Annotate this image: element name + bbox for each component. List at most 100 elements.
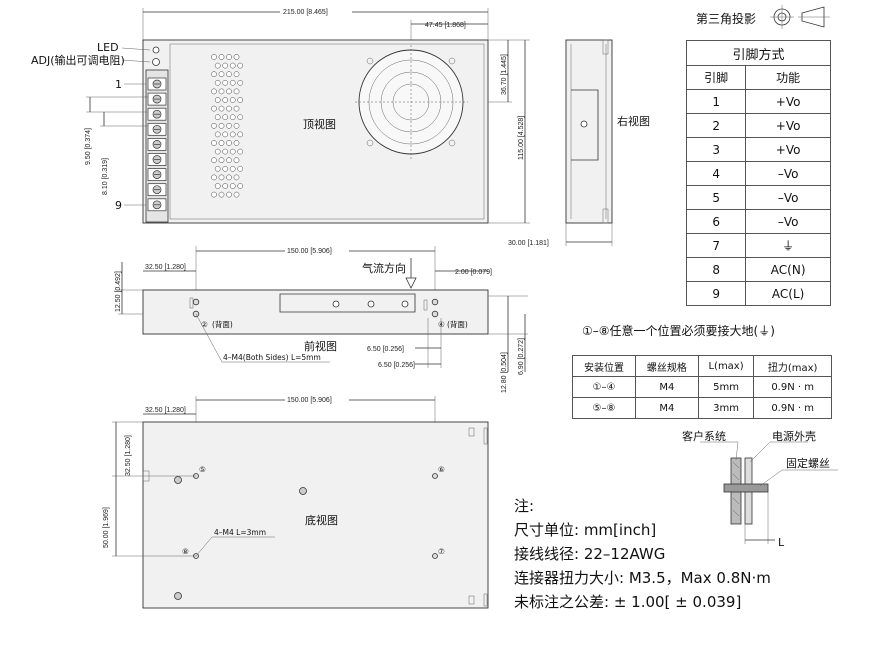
fan-grille xyxy=(355,45,468,160)
dim-bottom-top-offset: 32.50 [1.280] xyxy=(125,435,132,476)
pin-number: 2 xyxy=(685,113,747,138)
dim-pitch-b: 8.10 [0.319] xyxy=(102,158,109,195)
mount-position: ⑤–⑧ xyxy=(572,397,636,419)
pin-number: 1 xyxy=(685,89,747,114)
dim-front-side-a: 6.50 [0.256] xyxy=(367,346,404,353)
pin-number: 4 xyxy=(685,161,747,186)
dim-depth: 30.00 [1.181] xyxy=(508,240,549,247)
pin-number: 3 xyxy=(685,137,747,162)
right-view-label: 右视图 xyxy=(617,114,650,128)
pin-function: +Vo xyxy=(745,137,831,162)
pin-function: +Vo xyxy=(745,113,831,138)
mount-length: 5mm xyxy=(697,376,755,398)
pin-number: 5 xyxy=(685,185,747,210)
mount-header-screw: 螺丝规格 xyxy=(634,355,699,377)
pin-row: 1+Vo xyxy=(685,89,831,114)
notes-title: 注: xyxy=(514,497,535,515)
right-view: 30.00 [1.181] 右视图 xyxy=(508,39,650,247)
pin-row: 7⏚ xyxy=(685,233,831,258)
dim-fan-vertical: 36.70 [1.445] xyxy=(501,54,508,95)
pin-number: 9 xyxy=(685,281,747,306)
dim-bottom-edge-offset: 32.50 [1.280] xyxy=(145,407,186,414)
mount-position: ①–④ xyxy=(572,376,636,398)
front-back-label-left: (背面) xyxy=(212,319,233,329)
note-line: 连接器扭力大小: M3.5，Max 0.8N·m xyxy=(514,569,771,587)
pin-number: 8 xyxy=(685,257,747,282)
ground-note: ①–⑧任意一个位置必须要接大地(⏚) xyxy=(582,324,775,338)
note-line: 未标注之公差: ± 1.00[ ± 0.039] xyxy=(514,593,742,611)
mount-header-length: L(max) xyxy=(697,355,755,377)
notes-block: 注: 尺寸单位: mm[inch] 接线线径: 22–12AWG 连接器扭力大小… xyxy=(514,494,771,614)
bottom-view: 150.00 [5.906] 32.50 [1.280] ⑤ ⑥ ⑧ ⑦ 4–M… xyxy=(103,394,489,609)
note-line: 接线线径: 22–12AWG xyxy=(514,545,666,563)
pin-function: –Vo xyxy=(745,161,831,186)
label-psu-shell: 电源外壳 xyxy=(772,429,816,443)
bottom-screw-spec: 4–M4 L=3mm xyxy=(214,528,266,537)
front-hole-marker-left: ② xyxy=(201,320,208,329)
bottom-hole-marker-bl: ⑧ xyxy=(182,547,189,556)
label-fix-screw: 固定螺丝 xyxy=(786,456,830,470)
label-adj: ADJ(输出可调电阻) xyxy=(31,53,125,67)
pin-row: 6–Vo xyxy=(685,209,831,234)
bottom-view-body xyxy=(142,421,489,609)
mount-torque: 0.9N · m xyxy=(753,376,832,398)
front-back-label-right: (背面) xyxy=(447,319,468,329)
label-pin-last: 9 xyxy=(115,199,122,212)
mount-length: 3mm xyxy=(697,397,755,419)
dim-bottom-hole-vertical: 50.00 [1.969] xyxy=(103,507,110,548)
pin-row: 4–Vo xyxy=(685,161,831,186)
mount-screw: M4 xyxy=(634,397,699,419)
pin-table-title: 引脚方式 xyxy=(686,40,831,66)
front-screw-spec: 4–M4(Both Sides) L=5mm xyxy=(223,353,321,362)
projection-label: 第三角投影 xyxy=(696,12,757,26)
pin-table-header-pin: 引脚 xyxy=(685,65,747,90)
top-view-label: 顶视图 xyxy=(303,117,336,131)
mount-torque: 0.9N · m xyxy=(753,397,832,419)
bottom-view-label: 底视图 xyxy=(305,513,338,527)
dim-front-edge-offset: 32.50 [1.280] xyxy=(145,264,186,271)
pin-row: 2+Vo xyxy=(685,113,831,138)
label-length-l: L xyxy=(778,536,785,549)
pin-function: ⏚ xyxy=(745,233,831,258)
dim-pitch-a: 9.50 [0.374] xyxy=(85,128,92,165)
pin-function: –Vo xyxy=(745,185,831,210)
pin-function: AC(N) xyxy=(745,257,831,282)
dim-front-hole-spacing: 150.00 [5.906] xyxy=(287,248,332,255)
pin-table-header-function: 功能 xyxy=(745,65,831,90)
label-pin-first: 1 xyxy=(115,78,122,91)
pin-function: AC(L) xyxy=(745,281,831,306)
pin-function: –Vo xyxy=(745,209,831,234)
label-led: LED xyxy=(97,41,119,54)
dim-front-total-height: 12.80 [0.504] xyxy=(501,352,508,393)
front-view-label: 前视图 xyxy=(304,339,337,353)
third-angle-projection-symbol xyxy=(770,5,830,29)
pin-number: 7 xyxy=(685,233,747,258)
dim-bottom-hole-spacing: 150.00 [5.906] xyxy=(287,397,332,404)
bottom-hole-marker-br: ⑦ xyxy=(438,547,445,556)
vent-holes xyxy=(211,54,244,198)
dim-overall-length: 215.00 [8.465] xyxy=(283,9,328,16)
bottom-hole-marker-tl: ⑤ xyxy=(199,465,206,474)
bottom-hole-marker-tr: ⑥ xyxy=(438,465,445,474)
pin-row: 3+Vo xyxy=(685,137,831,162)
note-line: 尺寸单位: mm[inch] xyxy=(514,521,657,539)
label-customer-system: 客户系统 xyxy=(682,429,726,443)
terminal-block xyxy=(147,77,167,212)
pin-row: 5–Vo xyxy=(685,185,831,210)
dim-fan-offset: 47.45 [1.868] xyxy=(425,22,466,29)
mount-screw: M4 xyxy=(634,376,699,398)
dim-height: 115.00 [4.528] xyxy=(518,116,525,160)
dim-front-side-b: 6.50 [0.256] xyxy=(378,362,415,369)
top-view: 215.00 [8.465] 47.45 [1.868] xyxy=(31,6,530,224)
pin-function: +Vo xyxy=(745,89,831,114)
pin-number: 6 xyxy=(685,209,747,234)
front-view: 150.00 [5.906] 32.50 [1.280] 2.00 [0.079… xyxy=(115,245,528,393)
dim-front-small-height: 6.90 [0.272] xyxy=(518,338,525,375)
